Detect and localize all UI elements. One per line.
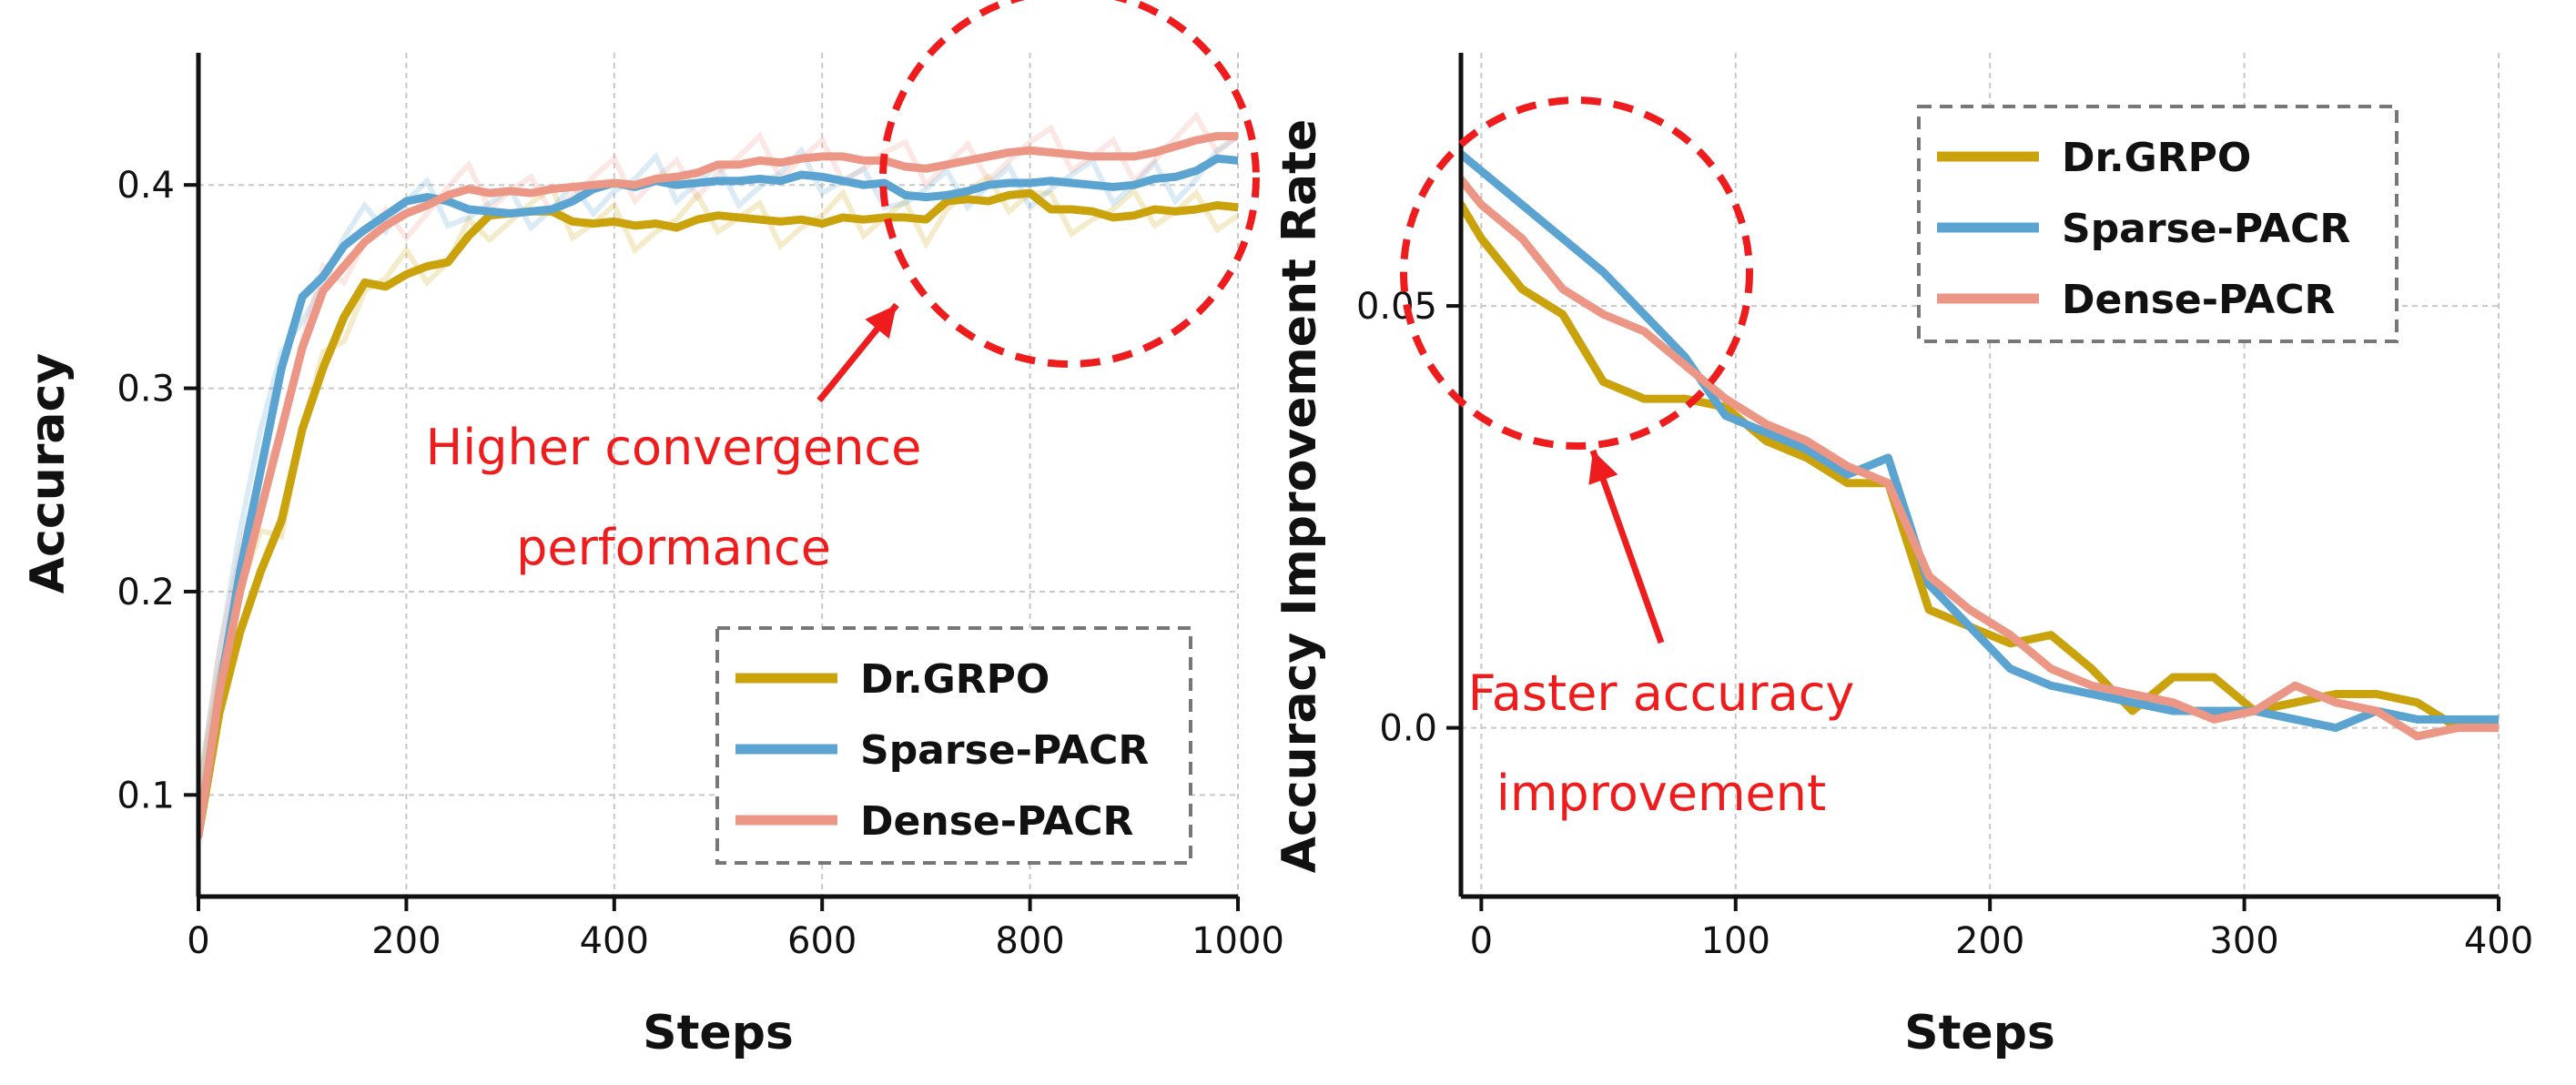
legend-label: Sparse-PACR [860, 727, 1149, 774]
legend: Dr.GRPO Sparse-PACR Dense-PACR [715, 626, 1192, 865]
legend-label: Dense-PACR [860, 798, 1133, 845]
x-tick-label: 400 [580, 920, 649, 962]
annotation-text-line1: Higher convergence [426, 419, 922, 476]
x-tick-label: 400 [2464, 920, 2533, 962]
series-line-dense-pacr [198, 132, 1238, 840]
x-axis-label: Steps [643, 1006, 794, 1060]
annotation-arrow-shaft [1589, 449, 1665, 644]
y-tick-label: 0.05 [1356, 286, 1437, 328]
legend: Dr.GRPO Sparse-PACR Dense-PACR [1917, 105, 2399, 343]
highlight-circle [879, 0, 1260, 368]
x-tick-label: 600 [787, 920, 857, 962]
x-tick-label: 200 [371, 920, 441, 962]
legend-label: Dense-PACR [2062, 277, 2335, 323]
series-line-dense-pacr [1461, 175, 2499, 741]
x-axis-label: Steps [1904, 1006, 2055, 1060]
x-tick-label: 0 [187, 920, 209, 962]
annotation-text-line2: improvement [1496, 765, 1826, 822]
x-tick-label: 200 [1955, 920, 2024, 962]
annotation-arrow-head [865, 305, 897, 340]
y-tick-label: 0.4 [117, 165, 175, 207]
series-line-sparse-pacr [198, 154, 1238, 840]
x-tick-label: 100 [1701, 920, 1770, 962]
y-axis-label: Accuracy Improvement Rate [1273, 119, 1327, 873]
y-tick-label: 0.2 [117, 572, 175, 613]
y-tick-label: 0.0 [1379, 708, 1437, 750]
legend-label: Sparse-PACR [2062, 206, 2350, 252]
y-axis-label: Accuracy [21, 353, 76, 593]
annotation-arrow-head [1588, 451, 1618, 485]
series-line-dr-grpo [198, 188, 1238, 840]
legend-label: Dr.GRPO [860, 656, 1050, 703]
y-tick-label: 0.3 [117, 369, 175, 411]
legend-label: Dr.GRPO [2062, 135, 2251, 181]
highlight-circle [1400, 96, 1753, 450]
annotation-text-line1: Faster accuracy [1468, 664, 1855, 722]
annotation-text-line2: performance [516, 519, 831, 576]
series-line-sparse-pacr [1461, 149, 2499, 733]
x-tick-label: 300 [2209, 920, 2278, 962]
y-tick-label: 0.1 [117, 775, 175, 816]
x-tick-label: 0 [1470, 920, 1493, 962]
x-tick-label: 1000 [1192, 920, 1284, 962]
x-tick-label: 800 [995, 920, 1064, 962]
